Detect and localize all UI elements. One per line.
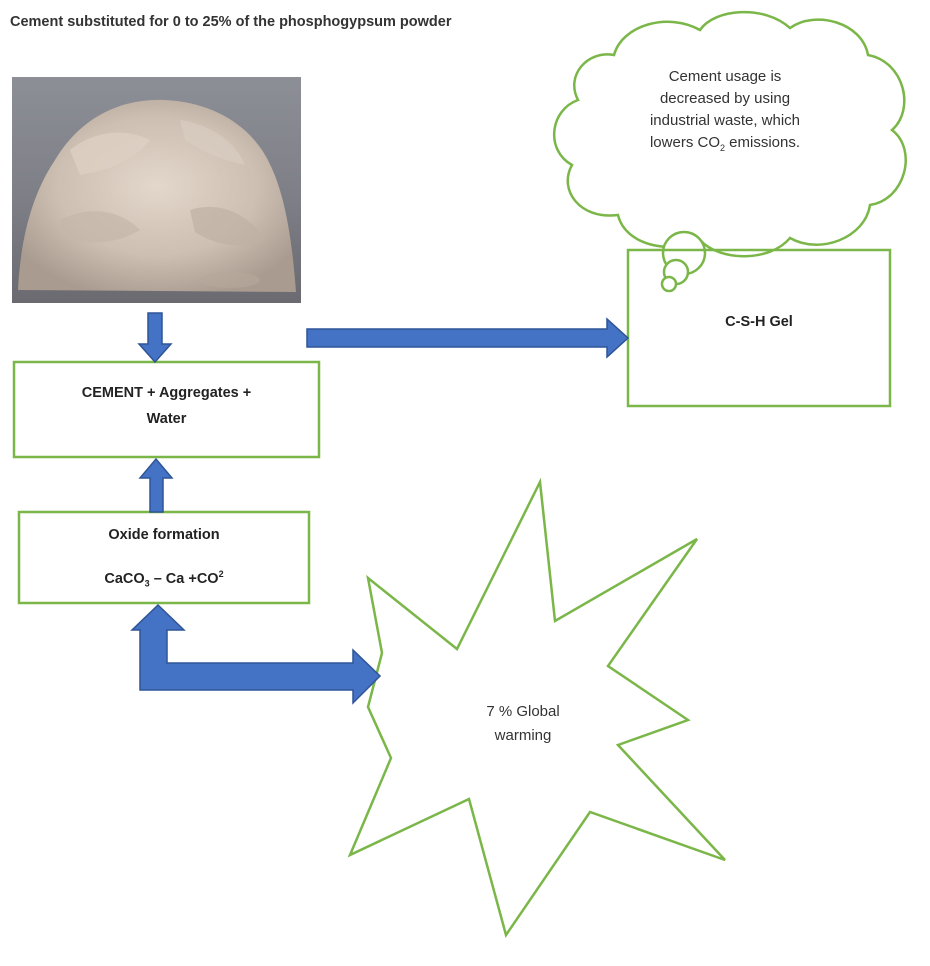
eq-part-a: CaCO	[104, 570, 145, 587]
cloud-callout-text: Cement usage is decreased by using indus…	[630, 66, 820, 159]
oxide-formation-box	[17, 510, 311, 605]
eq-part-b: – Ca +CO	[149, 570, 219, 587]
cloud-line-4-pre: lowers CO	[649, 134, 720, 151]
global-warming-starburst	[347, 477, 726, 938]
thought-cloud	[552, 10, 907, 293]
cement-line-1: CEMENT + Aggregates +	[81, 385, 252, 401]
cement-line-2: Water	[146, 411, 187, 427]
arrow-down-photo-to-cement	[137, 312, 173, 364]
star-line-1: 7 % Global	[486, 703, 560, 720]
arrow-up-oxide-to-cement	[138, 457, 174, 513]
eq-subscript: 3	[144, 578, 150, 589]
co2-subscript: 2	[719, 143, 725, 153]
cloud-line-4: lowers CO2 emissions.	[630, 132, 820, 159]
eq-superscript: 2	[218, 569, 224, 579]
arrow-right-to-csh-gel	[306, 317, 630, 359]
global-warming-text: 7 % Global warming	[448, 700, 598, 748]
cloud-line-2: decreased by using	[659, 90, 791, 107]
oxide-equation: CaCO3 – Ca +CO2	[19, 569, 309, 589]
cement-mix-box	[12, 360, 321, 459]
csh-gel-label: C-S-H Gel	[725, 314, 793, 330]
phosphogypsum-powder-photo	[12, 77, 301, 303]
cloud-line-3: industrial waste, which	[649, 112, 801, 129]
oxide-formation-title: Oxide formation	[108, 527, 220, 543]
bent-double-arrow-oxide-to-warming	[130, 603, 382, 705]
csh-gel-box	[626, 248, 892, 408]
cloud-line-1: Cement usage is	[668, 68, 782, 85]
cement-mix-label: CEMENT + Aggregates + Water	[14, 380, 319, 432]
cloud-line-4-post: emissions.	[725, 134, 801, 151]
diagram-title: Cement substituted for 0 to 25% of the p…	[10, 14, 452, 30]
star-line-2: warming	[494, 727, 552, 744]
